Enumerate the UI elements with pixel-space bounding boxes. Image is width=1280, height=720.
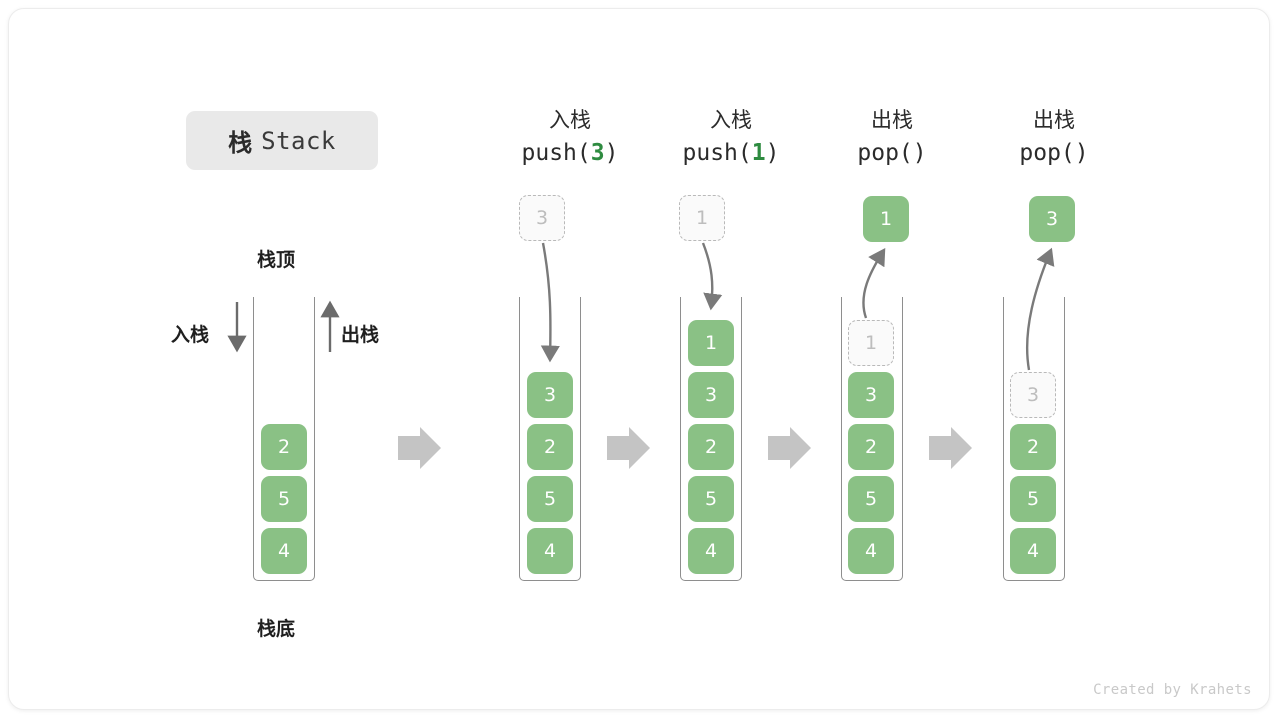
code-prefix: push(: [682, 140, 752, 166]
label-push-left: 入栈: [171, 325, 210, 346]
label-stack-bottom: 栈底: [257, 619, 296, 640]
code-prefix: push(: [521, 140, 591, 166]
stack-cell: 3: [848, 372, 894, 418]
popped-cell-1: 1: [863, 196, 909, 242]
stack-cell: 1: [688, 320, 734, 366]
stage-header-push-1: 入栈 push(1): [641, 106, 821, 170]
ghost-cell-pop-3: 3: [1010, 372, 1056, 418]
stack-cell: 2: [261, 424, 307, 470]
stack-container-initial: [253, 297, 315, 581]
stack-container-pop-3: [1003, 297, 1065, 581]
code-suffix: ): [765, 140, 780, 166]
title-badge: 栈 Stack: [186, 111, 378, 170]
stage-label-code: push(3): [480, 136, 660, 170]
code-prefix: pop(: [1019, 140, 1075, 166]
stack-container-push-1: [680, 297, 742, 581]
stack-cell: 3: [688, 372, 734, 418]
code-suffix: ): [912, 140, 927, 166]
title-en: Stack: [261, 126, 336, 155]
stack-cell: 2: [848, 424, 894, 470]
stage-label-code: pop(): [802, 136, 982, 170]
ghost-cell-push-1: 1: [679, 195, 725, 241]
code-prefix: pop(: [857, 140, 913, 166]
code-suffix: ): [1074, 140, 1089, 166]
stack-container-pop-1: [841, 297, 903, 581]
stack-cell: 3: [527, 372, 573, 418]
stack-cell: 5: [1010, 476, 1056, 522]
label-stack-top: 栈顶: [257, 250, 296, 271]
stage-label-cn: 出栈: [871, 109, 913, 132]
stage-header-pop-3: 出栈 pop(): [964, 106, 1144, 170]
title-cn: 栈: [228, 130, 253, 157]
code-arg: 3: [590, 140, 605, 166]
stack-container-push-3: [519, 297, 581, 581]
stack-cell: 4: [1010, 528, 1056, 574]
stack-cell: 4: [848, 528, 894, 574]
stack-cell: 5: [527, 476, 573, 522]
label-pop-left: 出栈: [341, 325, 380, 346]
footer-credit: Created by Krahets: [1093, 682, 1252, 698]
stage-label-code: pop(): [964, 136, 1144, 170]
stack-cell: 4: [261, 528, 307, 574]
ghost-cell-pop-1: 1: [848, 320, 894, 366]
stage-header-pop-1: 出栈 pop(): [802, 106, 982, 170]
code-suffix: ): [604, 140, 619, 166]
stack-cell: 4: [688, 528, 734, 574]
stage-label-cn: 出栈: [1033, 109, 1075, 132]
stage-label-code: push(1): [641, 136, 821, 170]
ghost-cell-push-3: 3: [519, 195, 565, 241]
stack-cell: 5: [688, 476, 734, 522]
stack-cell: 5: [848, 476, 894, 522]
popped-cell-3: 3: [1029, 196, 1075, 242]
stage-label-cn: 入栈: [710, 109, 752, 132]
stack-cell: 5: [261, 476, 307, 522]
code-arg: 1: [751, 140, 766, 166]
stage-header-push-3: 入栈 push(3): [480, 106, 660, 170]
stack-cell: 2: [688, 424, 734, 470]
stack-cell: 2: [527, 424, 573, 470]
stack-cell: 2: [1010, 424, 1056, 470]
stage-label-cn: 入栈: [549, 109, 591, 132]
stack-cell: 4: [527, 528, 573, 574]
